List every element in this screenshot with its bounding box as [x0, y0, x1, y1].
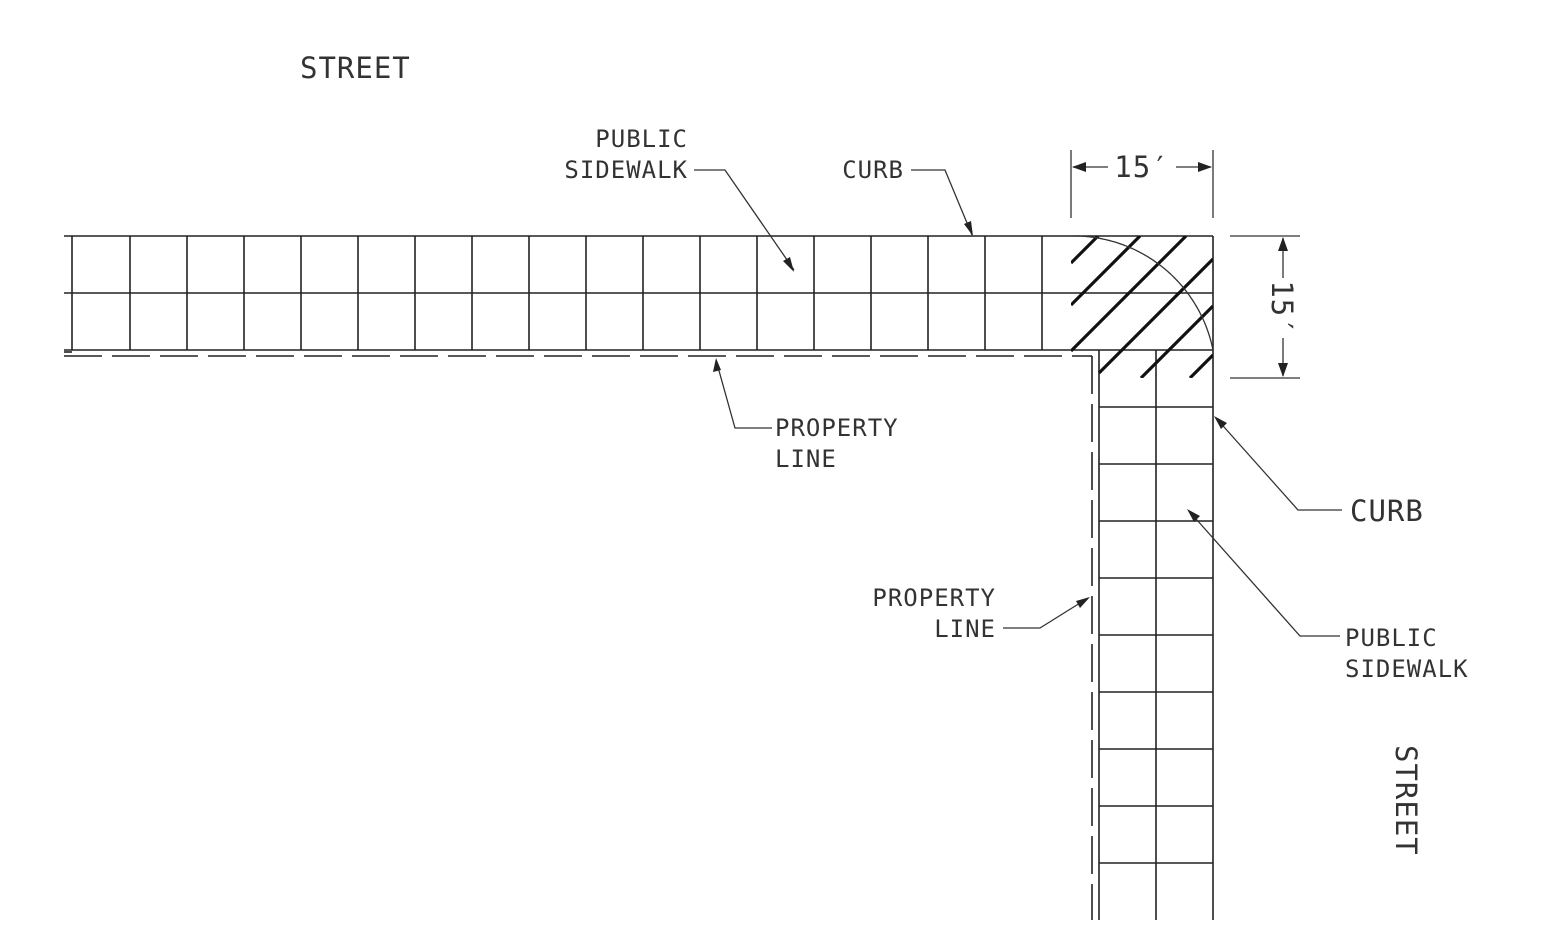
street-right-label: STREET [1389, 745, 1423, 856]
property-line-right-line2: LINE [934, 615, 996, 643]
top-sidewalk-grid [64, 235, 1213, 351]
public-sidewalk-top-line1: PUBLIC [595, 125, 688, 153]
street-top-label: STREET [300, 51, 411, 85]
public-sidewalk-top-line2: SIDEWALK [564, 156, 688, 184]
property-line-right-callout: PROPERTY LINE [872, 584, 1090, 643]
property-line [64, 351, 1093, 920]
corner-hatch [1070, 235, 1214, 378]
dimension-vertical: 15′ [1230, 235, 1300, 379]
property-line-right-line1: PROPERTY [872, 584, 996, 612]
dimension-horizontal: 15′ [1070, 150, 1214, 218]
public-sidewalk-right-callout: PUBLIC SIDEWALK [1187, 509, 1469, 683]
public-sidewalk-right-line1: PUBLIC [1345, 624, 1438, 652]
curb-top-callout: CURB [842, 156, 973, 236]
public-sidewalk-right-line2: SIDEWALK [1345, 655, 1469, 683]
curb-right-callout: CURB [1214, 416, 1424, 528]
property-line-top-callout: PROPERTY LINE [713, 358, 899, 473]
right-sidewalk-grid [1098, 236, 1214, 920]
dimension-horizontal-label: 15′ [1114, 150, 1169, 184]
public-sidewalk-top-callout: PUBLIC SIDEWALK [564, 125, 795, 272]
property-line-top-line2: LINE [775, 445, 837, 473]
property-line-top-line1: PROPERTY [775, 414, 899, 442]
curb-right-label: CURB [1350, 494, 1424, 528]
curb-top-label: CURB [842, 156, 904, 184]
dimension-vertical-label: 15′ [1265, 280, 1299, 335]
